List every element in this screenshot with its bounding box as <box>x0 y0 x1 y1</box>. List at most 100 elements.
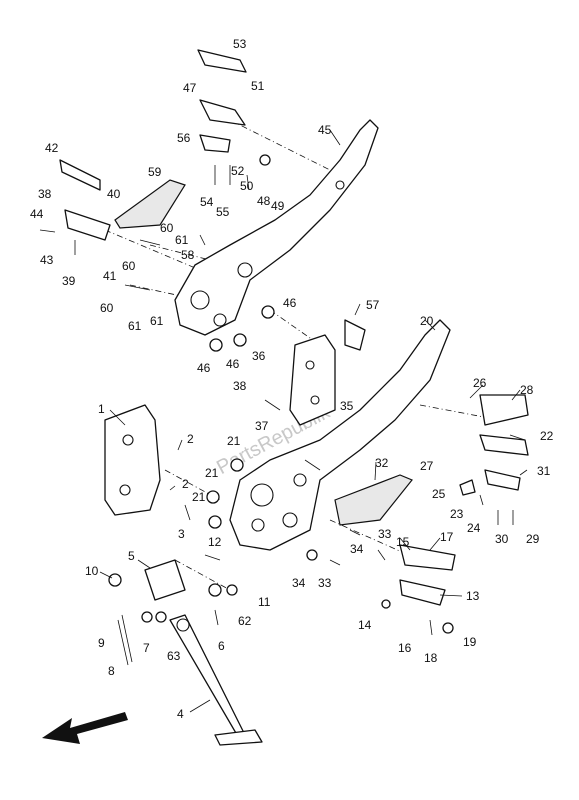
callout-2-bottom: 2 <box>182 477 189 491</box>
bolts <box>39 165 514 636</box>
callout-38-mid: 38 <box>233 379 247 393</box>
callout-52: 52 <box>231 164 245 178</box>
stand-spring <box>117 614 133 666</box>
callout-21-bottom: 21 <box>192 490 206 504</box>
callout-59: 59 <box>148 165 162 179</box>
callout-41: 41 <box>103 269 117 283</box>
callout-61-right: 61 <box>150 314 164 328</box>
callout-49: 49 <box>271 199 285 213</box>
callout-60-mid: 60 <box>122 259 136 273</box>
callout-21-mid: 21 <box>205 466 219 480</box>
washer-62 <box>208 583 222 597</box>
footpeg-rubber-17 <box>399 544 456 571</box>
callout-55: 55 <box>216 205 230 219</box>
damper-46c <box>233 333 247 347</box>
callout-53: 53 <box>233 37 247 51</box>
callout-28: 28 <box>520 383 534 397</box>
callout-5: 5 <box>128 549 135 563</box>
callout-25: 25 <box>432 487 446 501</box>
nut-11 <box>226 584 238 596</box>
bracket-10 <box>108 573 122 587</box>
side-stand <box>144 559 263 746</box>
callout-40: 40 <box>107 187 121 201</box>
callout-24: 24 <box>467 521 481 535</box>
callout-12: 12 <box>208 535 222 549</box>
side-plate <box>104 404 161 516</box>
callout-16: 16 <box>398 641 412 655</box>
collar-21b <box>206 490 220 504</box>
callout-61-top: 61 <box>175 233 189 247</box>
nut-14 <box>381 599 391 609</box>
callout-7: 7 <box>143 641 150 655</box>
callout-58: 58 <box>181 248 195 262</box>
callout-47: 47 <box>183 81 197 95</box>
damper-46b <box>209 338 223 352</box>
callout-39: 39 <box>62 274 76 288</box>
callout-leaders <box>99 129 528 713</box>
callout-63: 63 <box>167 649 181 663</box>
callout-26: 26 <box>473 376 487 390</box>
callout-9: 9 <box>98 636 105 650</box>
mount-plate <box>289 334 336 426</box>
footpeg-holder-47 <box>199 99 246 126</box>
callout-labels: 53 47 51 45 56 42 59 52 50 38 40 54 55 4… <box>30 37 554 721</box>
callout-50: 50 <box>240 179 254 193</box>
callout-17: 17 <box>440 530 454 544</box>
callout-45: 45 <box>318 123 332 137</box>
callout-10: 10 <box>85 564 99 578</box>
callout-60-top: 60 <box>160 221 174 235</box>
callout-51: 51 <box>251 79 265 93</box>
clip-25 <box>459 479 476 496</box>
callout-2-top: 2 <box>187 432 194 446</box>
collar-21c <box>208 515 222 529</box>
callout-60-bottom: 60 <box>100 301 114 315</box>
callout-14: 14 <box>358 618 372 632</box>
callout-62: 62 <box>238 614 252 628</box>
callout-32: 32 <box>375 456 389 470</box>
callout-22: 22 <box>540 429 554 443</box>
callout-13: 13 <box>466 589 480 603</box>
callout-15: 15 <box>396 535 410 549</box>
callout-19: 19 <box>463 635 477 649</box>
callout-61-left: 61 <box>128 319 142 333</box>
callout-46-left: 46 <box>197 361 211 375</box>
callout-42: 42 <box>45 141 59 155</box>
callout-46-mid: 46 <box>226 357 240 371</box>
washer-63 <box>155 611 167 623</box>
callout-57: 57 <box>366 298 380 312</box>
footpeg-rubber-53 <box>197 49 247 73</box>
callout-48: 48 <box>257 194 271 208</box>
callout-34-right: 34 <box>350 542 364 556</box>
callout-20: 20 <box>420 314 434 328</box>
footpeg-holder-38 <box>64 209 111 241</box>
footpeg-holder-13 <box>399 579 446 606</box>
callout-54: 54 <box>200 195 214 209</box>
callout-56: 56 <box>177 131 191 145</box>
washer-7 <box>141 611 153 623</box>
footpeg-rubber-28 <box>479 394 529 426</box>
callout-23: 23 <box>450 507 464 521</box>
callout-27: 27 <box>420 459 434 473</box>
footpeg-holder-56 <box>199 134 231 153</box>
pin-19 <box>442 622 454 634</box>
nut-50 <box>259 154 271 166</box>
footpeg-holder-22 <box>479 434 529 456</box>
callout-1: 1 <box>98 402 105 416</box>
collar-21a <box>230 458 244 472</box>
callout-33-right: 33 <box>378 527 392 541</box>
footpeg-holder-31 <box>484 469 521 491</box>
rear-footrest-bracket <box>174 119 379 336</box>
callout-3: 3 <box>178 527 185 541</box>
callout-36: 36 <box>252 349 266 363</box>
callout-4: 4 <box>177 707 184 721</box>
heel-guard-right <box>334 474 413 526</box>
callout-8: 8 <box>108 664 115 678</box>
callout-29: 29 <box>526 532 540 546</box>
front-footrest-bracket <box>229 319 451 551</box>
callout-30: 30 <box>495 532 509 546</box>
callout-43: 43 <box>40 253 54 267</box>
callout-35: 35 <box>340 399 354 413</box>
callout-38-top: 38 <box>38 187 52 201</box>
nut-34 <box>306 549 318 561</box>
